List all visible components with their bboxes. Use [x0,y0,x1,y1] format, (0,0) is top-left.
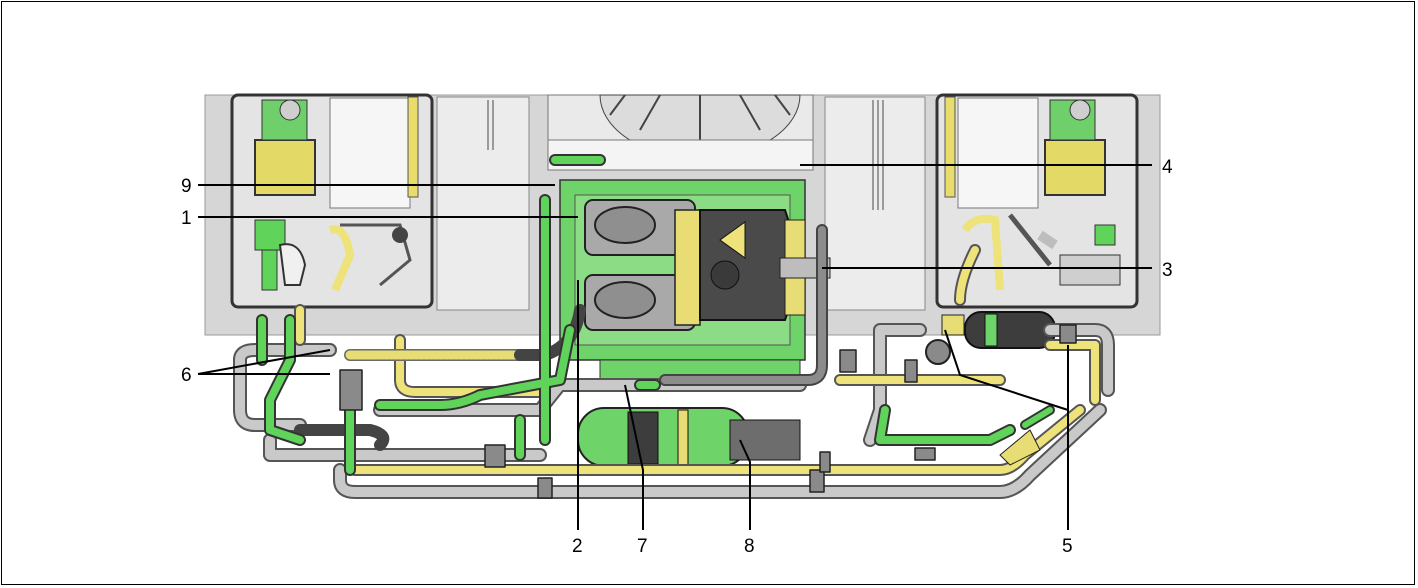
callout-6: 6 [181,365,192,386]
callout-8: 8 [744,536,755,557]
leader-7 [624,384,644,530]
callout-labels: 9 1 6 4 3 2 7 8 5 [181,157,1173,557]
callout-7: 7 [637,536,648,557]
callout-leaders [197,164,1152,530]
receiver-tank [577,407,801,467]
callout-1: 1 [181,208,192,229]
right-control-components [961,99,1121,291]
leader-5b [944,329,1069,411]
callout-9: 9 [181,176,192,197]
callout-5: 5 [1062,536,1073,557]
callout-3: 3 [1162,260,1173,281]
accumulator-tank [925,311,1056,365]
callout-2: 2 [572,536,583,557]
callout-4: 4 [1162,157,1173,178]
piping [233,154,1115,499]
leader-6a [197,349,331,375]
leader-8 [739,439,751,530]
